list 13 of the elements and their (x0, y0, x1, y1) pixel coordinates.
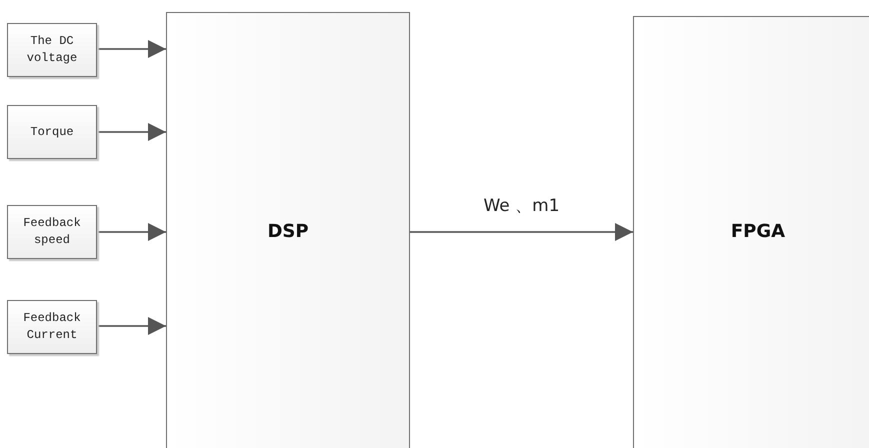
arrow (97, 40, 166, 58)
arrow (97, 223, 166, 241)
input-box: Feedback Current (7, 300, 97, 354)
block-title: FPGA (730, 221, 786, 242)
processor-block (633, 16, 869, 448)
arrow (97, 317, 166, 335)
input-box: The DC voltage (7, 23, 97, 77)
arrow (97, 123, 166, 141)
arrow (410, 223, 633, 241)
block-title: DSP (267, 221, 309, 242)
processor-block (166, 12, 410, 448)
input-box: Torque (7, 105, 97, 159)
input-box: Feedback speed (7, 205, 97, 259)
